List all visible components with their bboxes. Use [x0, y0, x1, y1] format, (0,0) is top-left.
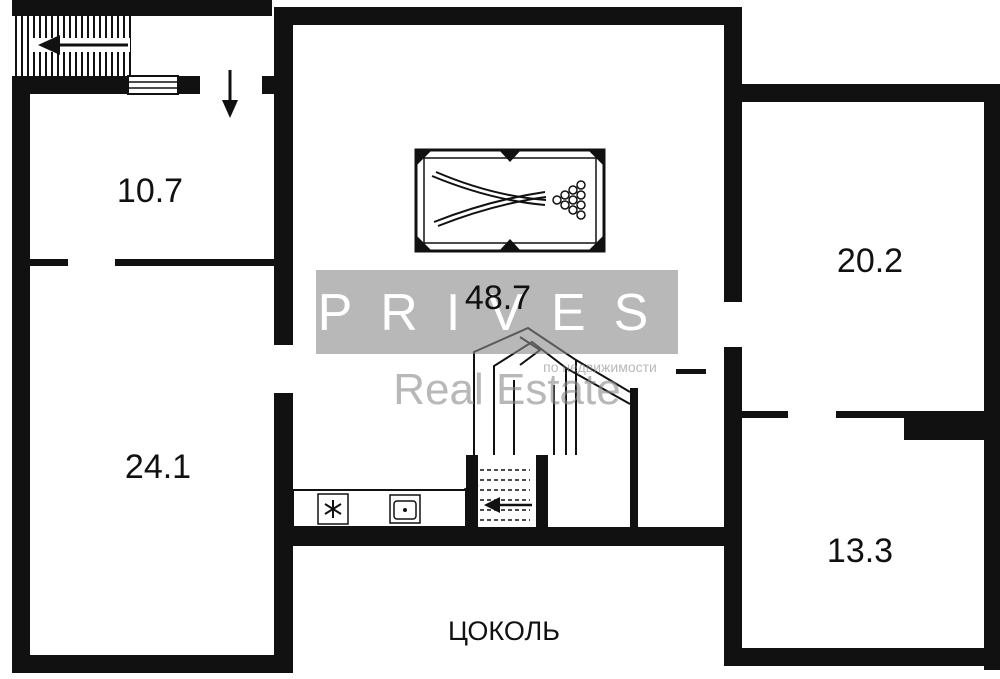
wall-20-2-bottom-b: [836, 411, 1000, 418]
wall-central-top: [275, 7, 742, 25]
wall-10-7-bottom-b: [115, 259, 275, 266]
wall-stair-right: [630, 388, 638, 528]
room-area-13-3: 13.3: [827, 532, 893, 570]
wall-10-7-top-a: [12, 76, 128, 94]
wall-20-2-bottom-a: [742, 411, 788, 418]
wall-stair-mid: [536, 455, 548, 527]
wall-top-left-top: [12, 0, 272, 16]
sink-icon: [389, 494, 421, 524]
down-arrow-icon: [222, 70, 238, 118]
billiard-table-icon: [414, 148, 606, 253]
entry-arrow-icon: [32, 35, 130, 55]
watermark-subline: по недвижимости: [543, 359, 657, 375]
ball-rack-icon: [552, 180, 586, 220]
wall-right-outer: [984, 84, 1000, 670]
wall-central-left-upper: [274, 7, 293, 345]
wall-stair-left: [466, 455, 478, 527]
wall-central-bottom: [289, 527, 729, 546]
stair-direction-arrow-icon: [484, 497, 532, 513]
wall-central-right-lower: [724, 347, 742, 660]
room-area-24-1: 24.1: [125, 448, 191, 486]
kitchen-counter: [292, 489, 467, 528]
wall-right-top: [724, 84, 1000, 102]
wall-10-7-top-b: [178, 76, 200, 94]
walls: [12, 0, 1000, 673]
stove-icon: [317, 493, 349, 525]
wall-stair-right-top: [676, 369, 706, 374]
room-area-20-2: 20.2: [837, 242, 903, 280]
cue-sticks-icon: [431, 171, 547, 227]
room-area-10-7: 10.7: [117, 172, 183, 210]
wall-right-bottom: [724, 648, 1000, 666]
watermark: PRIVES Real Estate по недвижимости: [316, 270, 678, 414]
wall-left-outer: [12, 76, 30, 673]
watermark-logo-text: PRIVES: [318, 284, 677, 342]
wall-left-bottom: [12, 655, 290, 673]
wall-central-left-lower: [274, 393, 293, 673]
room-area-48-7: 48.7: [465, 279, 531, 317]
window: [127, 75, 179, 95]
watermark-tagline: Real Estate: [393, 365, 620, 414]
wall-10-7-bottom-a: [30, 259, 68, 266]
tsokol-label: ЦОКОЛЬ: [448, 616, 560, 646]
watermark-logo-box: [316, 270, 678, 354]
wall-right-notch: [904, 418, 1000, 440]
wall-central-right-upper: [724, 7, 742, 302]
